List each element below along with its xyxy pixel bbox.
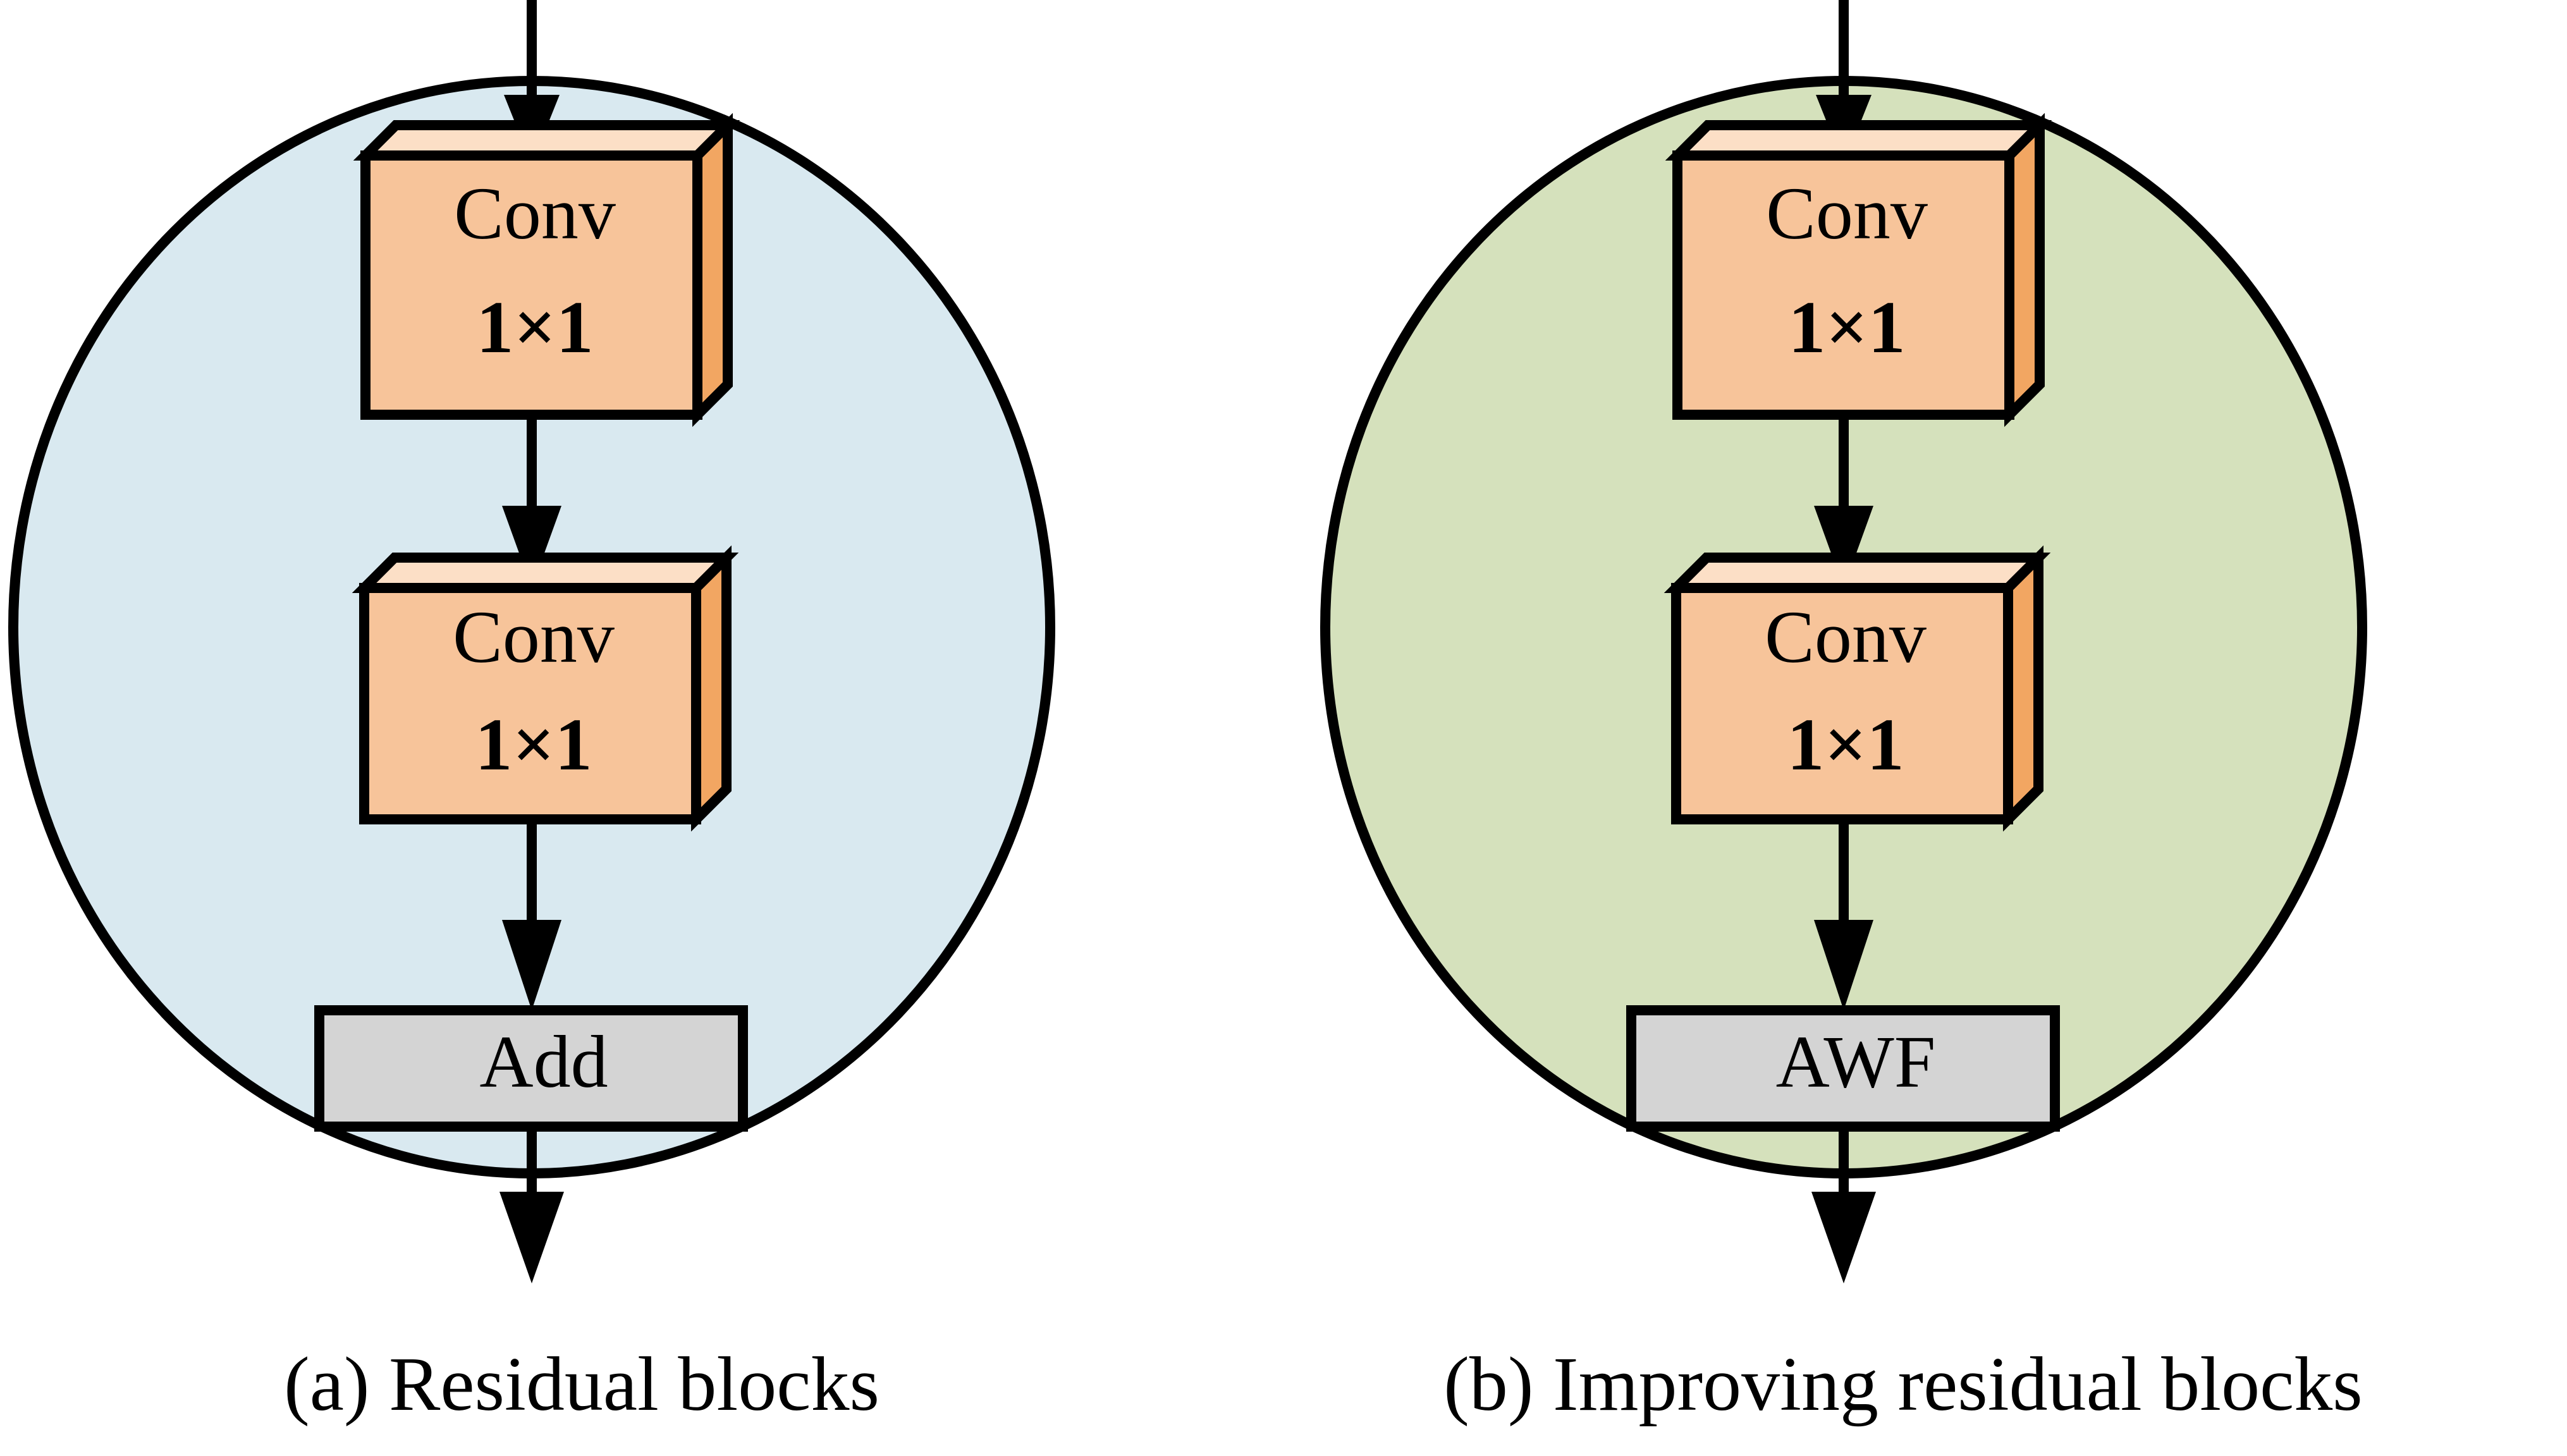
- panel-a-caption: (a) Residual blocks: [284, 1342, 879, 1427]
- conv-2-label-line1: Conv: [1765, 596, 1927, 678]
- panel-a-arrow-out: [499, 1127, 564, 1283]
- panel-a-op-block: Add: [314, 1005, 748, 1132]
- panel-a: Conv 1×1 Conv 1×1: [8, 0, 1055, 1427]
- conv-2-label-line2: 1×1: [1787, 703, 1904, 786]
- panel-b-arrow-conv1-conv2: [1814, 415, 1873, 588]
- conv-front-face: [360, 150, 702, 420]
- panel-a-conv-2: Conv 1×1: [352, 545, 739, 832]
- conv-2-label-line1: Conv: [453, 596, 615, 678]
- conv-1-label-line1: Conv: [1766, 172, 1928, 255]
- conv-1-label-line1: Conv: [454, 172, 616, 255]
- conv-1-label-line2: 1×1: [1788, 286, 1905, 369]
- op-block-rect: [1626, 1005, 2060, 1132]
- panel-b: Conv 1×1 Conv 1×1 AWF: [1320, 0, 2367, 1427]
- panel-a-conv-1: Conv 1×1: [353, 113, 740, 427]
- panel-a-arrow-conv1-conv2: [502, 415, 561, 588]
- panel-b-op-block: AWF: [1626, 1005, 2060, 1132]
- panel-b-conv-2: Conv 1×1: [1663, 545, 2051, 832]
- conv-2-label-line2: 1×1: [475, 703, 592, 786]
- conv-1-label-line2: 1×1: [476, 286, 593, 369]
- op-block-label: AWF: [1776, 1020, 1936, 1103]
- panel-b-conv-1: Conv 1×1: [1665, 113, 2052, 427]
- panel-b-caption: (b) Improving residual blocks: [1443, 1342, 2363, 1427]
- panel-b-arrow-conv2-op: [1814, 819, 1873, 1010]
- op-block-label: Add: [479, 1020, 608, 1103]
- conv-front-face: [1671, 583, 2013, 824]
- panel-a-arrow-conv2-op: [502, 819, 561, 1010]
- panel-b-arrow-out: [1811, 1127, 1876, 1283]
- conv-front-face: [1672, 150, 2014, 420]
